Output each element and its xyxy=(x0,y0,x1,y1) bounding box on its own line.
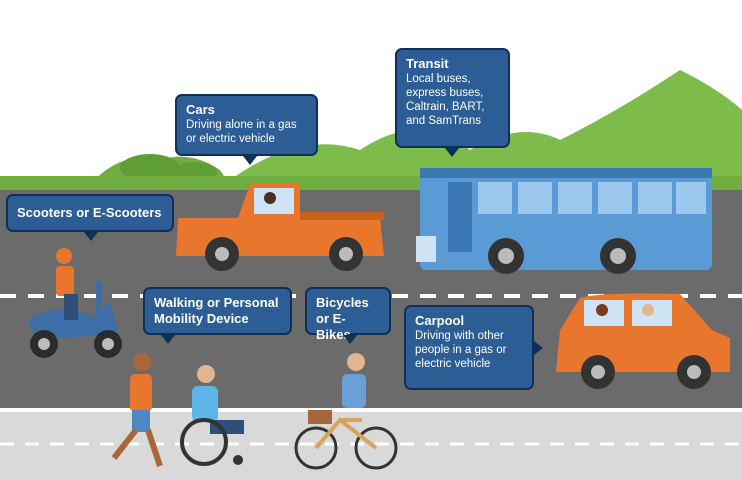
carpool-desc-line: people in a gas or xyxy=(415,344,507,356)
scooters-title: Scooters or E-Scooters xyxy=(17,205,162,220)
transit-desc-line: Caltrain, BART, xyxy=(406,101,485,113)
bicycles-title-line: or E-Bikes xyxy=(316,311,351,342)
transit-callout: Transit Local buses, express buses, Calt… xyxy=(395,48,510,157)
bicycles-pointer xyxy=(343,335,357,344)
cars-title: Cars xyxy=(186,102,215,117)
walking-title-line: Mobility Device xyxy=(154,311,249,326)
transit-pointer xyxy=(445,148,459,157)
pickup-truck-illustration xyxy=(176,184,384,271)
transit-desc-line: express buses, xyxy=(406,87,484,99)
cars-callout: Cars Driving alone in a gas or electric … xyxy=(175,94,318,165)
transit-desc-line: Local buses, xyxy=(406,73,471,85)
scooters-pointer xyxy=(84,232,98,241)
carpool-desc-line: Driving with other xyxy=(415,330,504,342)
pedestrian-illustration xyxy=(111,353,163,467)
carpool-callout: Carpool Driving with other people in a g… xyxy=(404,305,543,390)
cyclist-illustration xyxy=(294,353,398,470)
carpool-title: Carpool xyxy=(415,313,465,328)
cars-pointer xyxy=(243,156,257,165)
carpool-pointer xyxy=(534,341,543,355)
transit-title: Transit xyxy=(406,56,449,71)
transit-desc-line: and SamTrans xyxy=(406,115,481,127)
scooter-illustration xyxy=(28,248,122,358)
walking-title-line: Walking or Personal xyxy=(154,295,279,310)
scooters-callout: Scooters or E-Scooters xyxy=(6,194,174,241)
bicycles-callout: Bicycles or E-Bikes xyxy=(305,287,391,344)
bus-illustration xyxy=(416,168,712,274)
wheelchair-user-illustration xyxy=(180,365,244,466)
bicycles-title-line: Bicycles xyxy=(316,295,369,310)
walking-pointer xyxy=(161,335,175,344)
curb-line xyxy=(0,408,742,412)
cars-desc-line: Driving alone in a gas xyxy=(186,119,297,131)
walking-callout: Walking or Personal Mobility Device xyxy=(143,287,292,344)
carpool-car-illustration xyxy=(556,293,730,389)
cars-desc-line: or electric vehicle xyxy=(186,133,275,145)
carpool-desc-line: electric vehicle xyxy=(415,358,491,370)
